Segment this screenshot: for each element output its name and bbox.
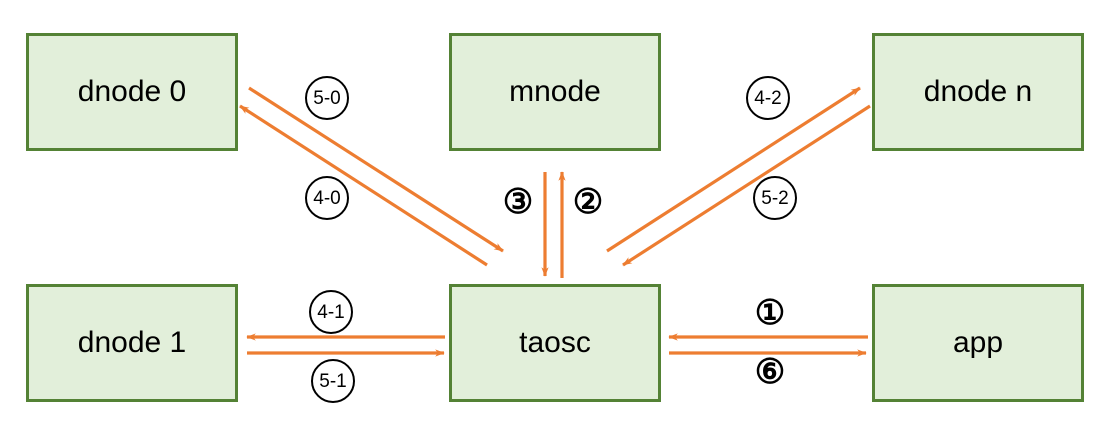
edge-badge-label-6: ⑥ — [754, 353, 786, 391]
edge-badge-3: ③ — [501, 185, 535, 219]
edge-badge-label-5-0: 5-0 — [313, 87, 341, 109]
edge-badge-5-2: 5-2 — [753, 176, 797, 220]
node-label-dnoden: dnode n — [923, 75, 1033, 108]
edge-badge-5-0: 5-0 — [305, 76, 349, 120]
edge-badge-label-2: ② — [572, 183, 604, 221]
node-taosc[interactable]: taosc — [449, 284, 661, 402]
node-dnoden[interactable]: dnode n — [872, 33, 1084, 151]
node-dnode0[interactable]: dnode 0 — [26, 33, 238, 151]
node-label-taosc: taosc — [519, 326, 591, 359]
node-label-app: app — [952, 326, 1004, 359]
edge-line-5-0 — [239, 104, 488, 267]
edge-badge-label-1: ① — [754, 294, 786, 332]
node-label-mnode: mnode — [509, 75, 601, 108]
edge-line-4-2 — [606, 86, 861, 253]
edge-badge-5-1: 5-1 — [311, 359, 355, 403]
edge-badge-4-1: 4-1 — [309, 290, 353, 334]
edge-badge-1: ① — [753, 296, 787, 330]
edge-badge-label-4-1: 4-1 — [317, 301, 345, 323]
edge-badge-4-2: 4-2 — [746, 76, 790, 120]
edge-badge-4-0: 4-0 — [305, 176, 349, 220]
edge-badge-6: ⑥ — [753, 355, 787, 389]
edge-badge-label-5-2: 5-2 — [761, 187, 789, 209]
edge-badge-label-4-0: 4-0 — [313, 187, 341, 209]
node-app[interactable]: app — [872, 284, 1084, 402]
edge-badge-2: ② — [571, 185, 605, 219]
edge-badge-label-3: ③ — [502, 183, 534, 221]
edge-badge-label-5-1: 5-1 — [319, 370, 347, 392]
node-label-dnode1: dnode 1 — [77, 326, 187, 359]
node-dnode1[interactable]: dnode 1 — [26, 284, 238, 402]
node-label-dnode0: dnode 0 — [77, 75, 187, 108]
node-mnode[interactable]: mnode — [449, 33, 661, 151]
edge-line-5-2 — [622, 104, 871, 267]
edge-badge-label-4-2: 4-2 — [754, 87, 782, 109]
edge-line-4-0 — [248, 86, 504, 253]
